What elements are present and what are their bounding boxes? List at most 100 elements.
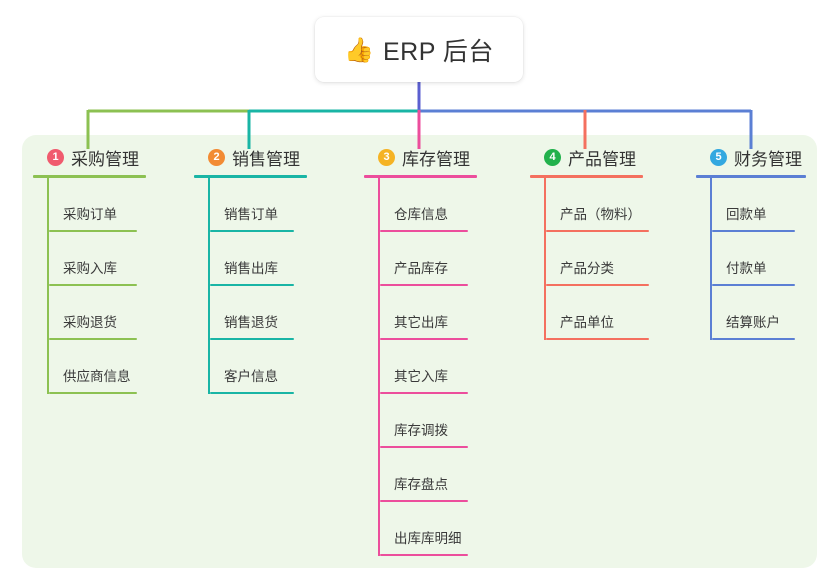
branch-item-rule xyxy=(380,446,468,448)
branch-header-3[interactable]: 3 库存管理 xyxy=(364,145,477,169)
branch-spine xyxy=(208,178,210,394)
branch-title: 销售管理 xyxy=(232,149,300,169)
root-title: ERP 后台 xyxy=(382,37,494,66)
branch-item-rule xyxy=(380,392,468,394)
branch-item-rule xyxy=(380,554,468,556)
branch-title: 产品管理 xyxy=(568,149,636,169)
thumbs-up-icon: 👍 xyxy=(344,36,374,64)
branch-item[interactable]: 销售出库 xyxy=(210,232,307,286)
branch-item[interactable]: 产品分类 xyxy=(546,232,649,286)
branch-item[interactable]: 出库库明细 xyxy=(380,502,477,556)
branch-item-label: 结算账户 xyxy=(726,315,780,330)
branch-spine xyxy=(544,178,546,340)
branch-item[interactable]: 销售订单 xyxy=(210,178,307,232)
branch-header-rule xyxy=(530,175,643,178)
branch-item-rule xyxy=(49,392,137,394)
branch-item[interactable]: 产品单位 xyxy=(546,286,649,340)
branch-column-2: 2 销售管理销售订单销售出库销售退货客户信息 xyxy=(194,145,307,394)
branch-spine xyxy=(47,178,49,394)
branch-item-label: 产品分类 xyxy=(560,261,614,276)
branch-item-label: 其它入库 xyxy=(394,369,448,384)
branch-items: 销售订单销售出库销售退货客户信息 xyxy=(194,178,307,394)
branch-item[interactable]: 其它出库 xyxy=(380,286,477,340)
branch-item-rule xyxy=(210,338,294,340)
branch-item-rule xyxy=(380,230,468,232)
branch-header-rule xyxy=(364,175,477,178)
branch-item-label: 库存调拨 xyxy=(394,423,448,438)
branch-item[interactable]: 采购订单 xyxy=(49,178,146,232)
branch-header-4[interactable]: 4 产品管理 xyxy=(530,145,643,169)
branch-number-badge: 2 xyxy=(208,148,225,166)
branch-item-label: 销售退货 xyxy=(224,315,278,330)
branch-item-label: 回款单 xyxy=(726,207,767,222)
branch-item[interactable]: 回款单 xyxy=(712,178,806,232)
branch-item[interactable]: 产品（物料） xyxy=(546,178,649,232)
branch-spine xyxy=(710,178,712,340)
branch-item-rule xyxy=(49,284,137,286)
branch-item-label: 付款单 xyxy=(726,261,767,276)
branch-items: 回款单付款单结算账户 xyxy=(696,178,806,340)
branch-header-2[interactable]: 2 销售管理 xyxy=(194,145,307,169)
branch-item-rule xyxy=(546,338,649,340)
branch-item[interactable]: 产品库存 xyxy=(380,232,477,286)
branch-item[interactable]: 客户信息 xyxy=(210,340,307,394)
branches-panel xyxy=(22,135,817,568)
root-node[interactable]: 👍 ERP 后台 xyxy=(315,17,523,82)
branch-title: 财务管理 xyxy=(734,149,802,169)
branch-item-label: 产品单位 xyxy=(560,315,614,330)
branch-column-1: 1 采购管理采购订单采购入库采购退货供应商信息 xyxy=(33,145,146,394)
branch-item[interactable]: 供应商信息 xyxy=(49,340,146,394)
branch-item-rule xyxy=(210,284,294,286)
branch-column-4: 4 产品管理产品（物料） 产品分类产品单位 xyxy=(530,145,649,340)
branch-item-rule xyxy=(380,500,468,502)
branch-header-rule xyxy=(696,175,806,178)
branch-item-rule xyxy=(49,338,137,340)
branch-item[interactable]: 仓库信息 xyxy=(380,178,477,232)
branch-item[interactable]: 库存盘点 xyxy=(380,448,477,502)
branch-item-rule xyxy=(712,338,795,340)
branch-header-rule xyxy=(194,175,307,178)
branch-header-1[interactable]: 1 采购管理 xyxy=(33,145,146,169)
branch-item-rule xyxy=(210,392,294,394)
branch-item-rule xyxy=(210,230,294,232)
branch-header-rule xyxy=(33,175,146,178)
branch-item-label: 采购入库 xyxy=(63,261,117,276)
branch-item-label: 库存盘点 xyxy=(394,477,448,492)
branch-item-label: 产品（物料） xyxy=(560,207,641,222)
branch-item-label: 采购退货 xyxy=(63,315,117,330)
branch-item-label: 产品库存 xyxy=(394,261,448,276)
branch-item-label: 供应商信息 xyxy=(63,369,131,384)
branch-item-rule xyxy=(49,230,137,232)
branch-column-3: 3 库存管理仓库信息产品库存其它出库其它入库库存调拨库存盘点出库库明细 xyxy=(364,145,477,556)
branch-title: 库存管理 xyxy=(402,149,470,169)
branch-items: 产品（物料） 产品分类产品单位 xyxy=(530,178,649,340)
branch-item-label: 仓库信息 xyxy=(394,207,448,222)
branch-number-badge: 1 xyxy=(47,148,64,166)
branch-number-badge: 3 xyxy=(378,148,395,166)
branch-item[interactable]: 付款单 xyxy=(712,232,806,286)
branch-title: 采购管理 xyxy=(71,149,139,169)
branch-item[interactable]: 结算账户 xyxy=(712,286,806,340)
branch-item-label: 客户信息 xyxy=(224,369,278,384)
branch-items: 采购订单采购入库采购退货供应商信息 xyxy=(33,178,146,394)
branch-header-5[interactable]: 5 财务管理 xyxy=(696,145,806,169)
branch-item-rule xyxy=(546,284,649,286)
branch-item-rule xyxy=(380,338,468,340)
branch-item[interactable]: 采购入库 xyxy=(49,232,146,286)
branch-item-rule xyxy=(712,230,795,232)
branch-number-badge: 4 xyxy=(544,148,561,166)
branch-column-5: 5 财务管理回款单付款单结算账户 xyxy=(696,145,806,340)
branch-item-rule xyxy=(712,284,795,286)
branch-item[interactable]: 销售退货 xyxy=(210,286,307,340)
branch-item-label: 采购订单 xyxy=(63,207,117,222)
branch-item[interactable]: 采购退货 xyxy=(49,286,146,340)
branch-number-badge: 5 xyxy=(710,148,727,166)
branch-item-rule xyxy=(546,230,649,232)
branch-item[interactable]: 其它入库 xyxy=(380,340,477,394)
branch-items: 仓库信息产品库存其它出库其它入库库存调拨库存盘点出库库明细 xyxy=(364,178,477,556)
branch-item-label: 销售订单 xyxy=(224,207,278,222)
branch-item-label: 出库库明细 xyxy=(394,531,462,546)
branch-item-rule xyxy=(380,284,468,286)
branch-item[interactable]: 库存调拨 xyxy=(380,394,477,448)
